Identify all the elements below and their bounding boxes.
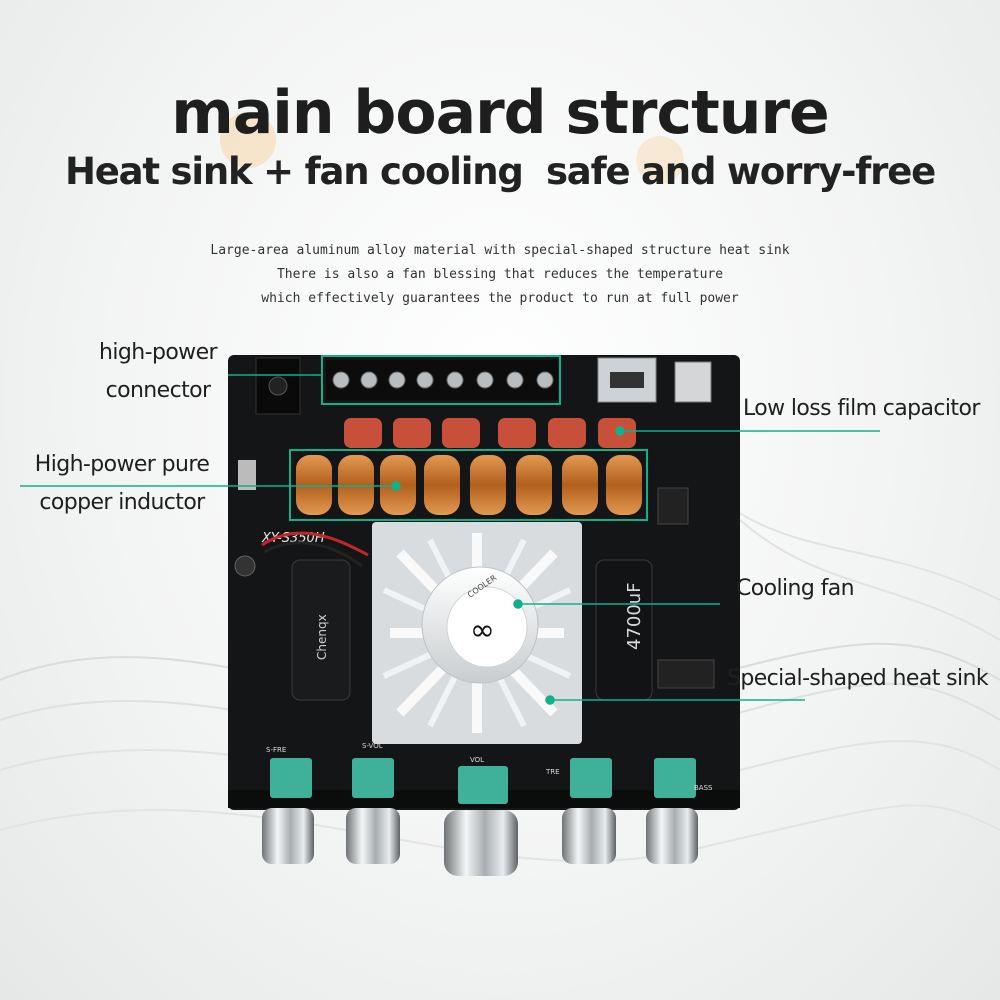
description-line-1: Large-area aluminum alloy material with … (210, 243, 790, 258)
inductor-highlight (289, 449, 648, 521)
callout-heatsink: Special-shaped heat sink (727, 666, 989, 691)
svg-text:TRE: TRE (545, 768, 560, 776)
switch (674, 361, 712, 403)
capacitor-left (291, 559, 351, 701)
svg-text:BASS: BASS (694, 784, 713, 792)
description-line-3: which effectively guarantees the product… (261, 291, 739, 306)
potentiometers (270, 758, 696, 804)
terminal-screws (332, 371, 554, 389)
page-title: main board strcture (171, 78, 830, 148)
inductors (296, 455, 642, 515)
svg-text:S-VOL: S-VOL (362, 742, 383, 750)
callout-fan: Cooling fan (736, 576, 855, 601)
callout-connector: high-power connector (99, 340, 218, 403)
callout-inductor: High-power pure copper inductor (34, 452, 210, 515)
page-subtitle: Heat sink + fan cooling safe and worry-f… (64, 150, 936, 193)
description-line-2: There is also a fan blessing that reduce… (276, 267, 724, 282)
svg-text:4700uF: 4700uF (624, 582, 645, 650)
knobs (262, 808, 698, 876)
svg-text:Chenqx: Chenqx (315, 614, 329, 660)
callout-capacitor: Low loss film capacitor (743, 396, 980, 421)
callout-lines (20, 374, 880, 705)
svg-text:∞: ∞ (470, 613, 495, 648)
knob-labels: S-FRE S-VOL VOL TRE BASS (266, 742, 713, 792)
film-capacitors (344, 418, 636, 448)
svg-text:S-FRE: S-FRE (266, 746, 286, 754)
svg-text:VOL: VOL (470, 756, 484, 764)
connector-highlight (321, 355, 561, 405)
